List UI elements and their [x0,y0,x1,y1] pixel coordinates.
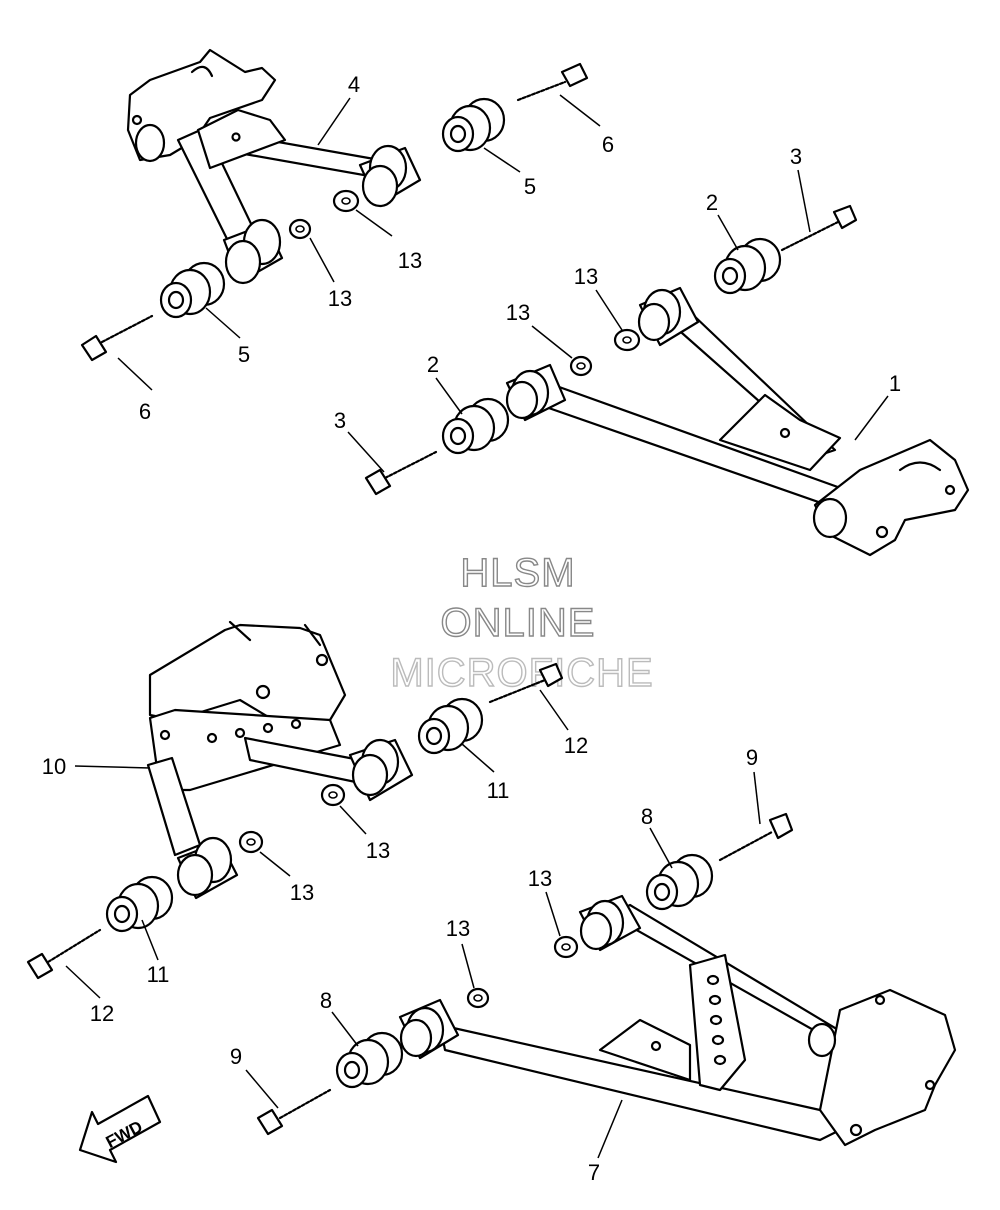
bushing-11-lower [105,875,174,933]
nuts-13 [238,189,641,1009]
bolt-12-lower [26,928,102,980]
callout-13-h: 13 [446,916,470,941]
nut-13-e [320,783,346,807]
bolt-9-lower [256,1088,332,1136]
callout-7: 7 [588,1160,600,1185]
bolt-9-upper [718,812,794,862]
bushing-2-lower [441,397,510,455]
callout-3-lower: 3 [334,408,346,433]
bushing-2-upper [713,237,782,295]
callout-labels: 1 2 2 3 3 4 5 5 6 6 7 8 8 9 9 10 11 11 1… [42,72,901,1185]
nut-13-f [238,830,264,854]
bushing-8-upper [645,853,714,911]
callout-13-d: 13 [506,300,530,325]
callout-8-lower: 8 [320,988,332,1013]
nut-13-a [332,189,360,213]
fwd-arrow-icon: FWD [78,1094,162,1164]
nut-13-b [288,218,312,240]
callout-2-lower: 2 [427,352,439,377]
callout-13-c: 13 [574,264,598,289]
callout-6-upper: 6 [602,132,614,157]
bushing-8-lower [335,1031,404,1089]
nut-13-d [569,355,593,377]
bolt-12-upper [488,662,564,704]
callout-13-a: 13 [398,248,422,273]
upper-arm-10 [146,620,414,900]
watermark: HLSM ONLINE MICROFICHE [390,550,654,695]
callout-10: 10 [42,754,66,779]
upper-arm-4 [126,48,422,285]
callout-9-lower: 9 [230,1044,242,1069]
bolt-6-upper [516,62,589,102]
bolt-3-upper [780,204,858,252]
callout-1: 1 [889,371,901,396]
callout-3-upper: 3 [790,144,802,169]
callout-13-g: 13 [528,866,552,891]
callout-6-lower: 6 [139,399,151,424]
watermark-line-1: HLSM [460,551,575,595]
bolt-6-lower [80,314,154,362]
callout-11-upper: 11 [487,778,510,803]
bushing-11-upper [417,697,484,755]
nut-13-g [553,935,579,959]
arm-7 [398,894,957,1147]
callout-13-f: 13 [290,880,314,905]
callout-8-upper: 8 [641,804,653,829]
callout-9-upper: 9 [746,745,758,770]
leader-lines [65,94,889,1159]
callout-2-upper: 2 [706,190,718,215]
nut-13-c [613,328,641,352]
callout-13-e: 13 [366,838,390,863]
arm-1 [505,286,970,557]
callout-4: 4 [348,72,360,97]
bolt-3-lower [364,450,438,496]
callout-12-lower: 12 [90,1001,114,1026]
bushing-5-upper [441,97,506,153]
watermark-line-2: ONLINE [441,601,596,645]
callout-13-b: 13 [328,286,352,311]
watermark-line-3: MICROFICHE [390,651,653,695]
callout-5-lower: 5 [238,342,250,367]
bushing-5-lower [159,261,226,319]
callout-11-lower: 11 [147,962,170,987]
callout-5-upper: 5 [524,174,536,199]
callout-12-upper: 12 [564,733,588,758]
nut-13-h [466,987,490,1009]
